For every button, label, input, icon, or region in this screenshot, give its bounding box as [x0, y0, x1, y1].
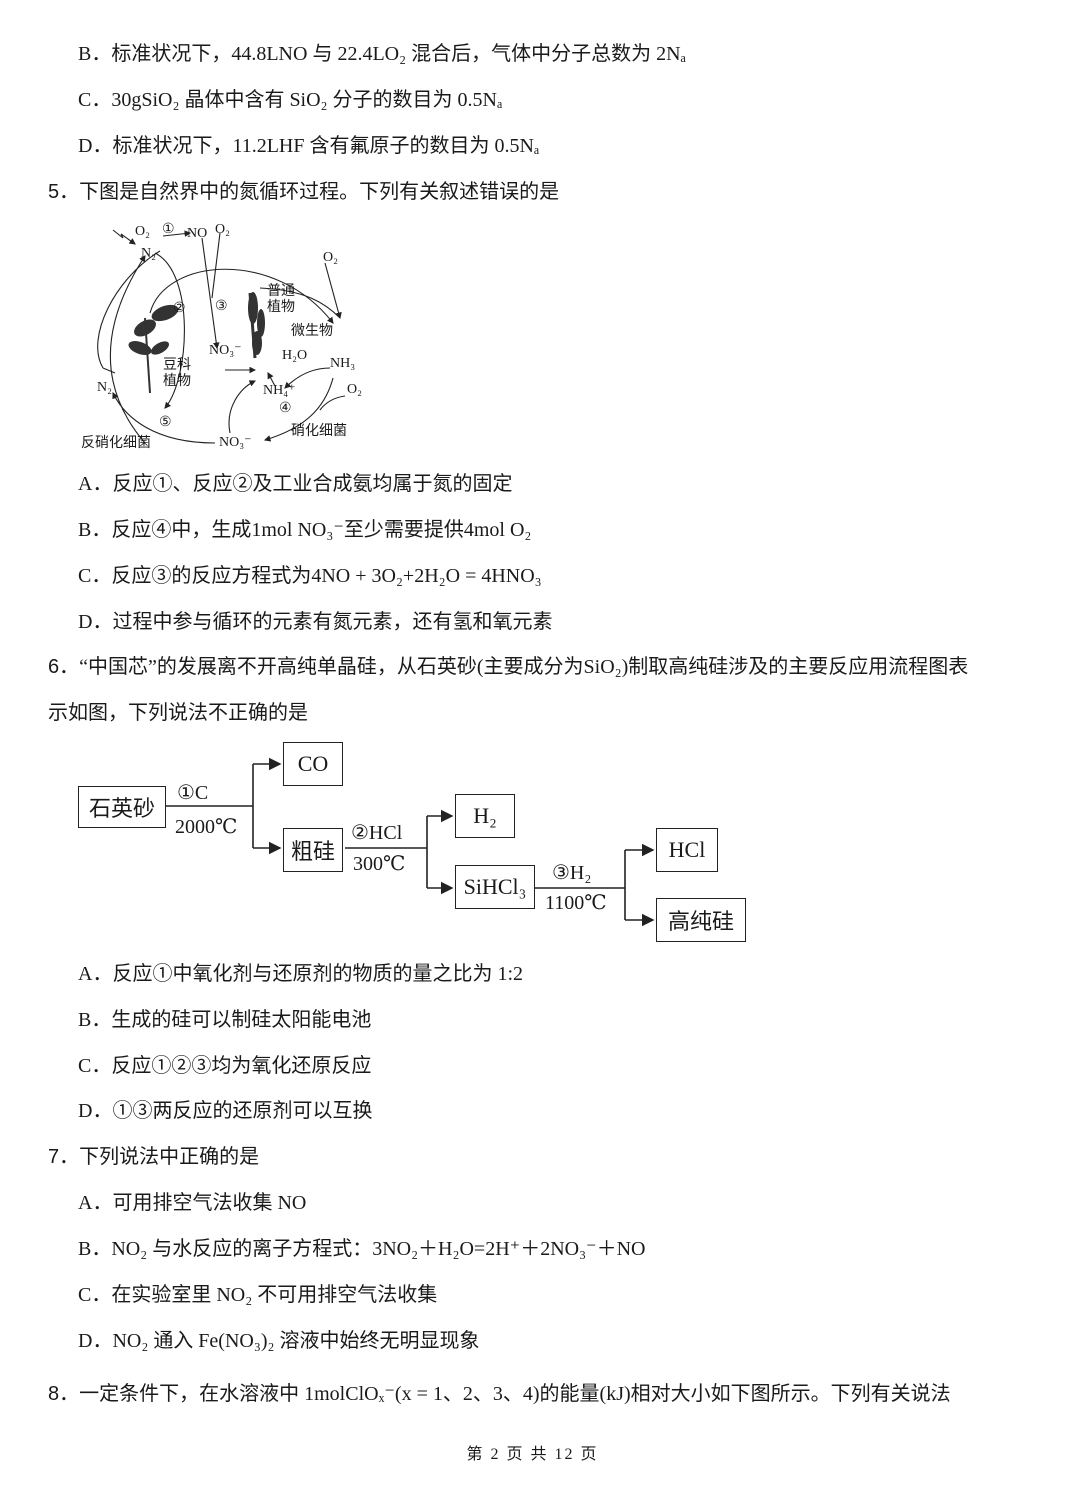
box-h2: H₂: [455, 794, 515, 838]
option-letter: C．: [78, 565, 112, 587]
flowchart-arrows: [165, 757, 655, 927]
label-no: NO: [187, 226, 208, 241]
question-text: 一定条件下，在水溶液中 1molClOₓ⁻(x = 1、2、3、4)的能量(kJ…: [79, 1383, 951, 1405]
box-sihcl3: SiHCl₃: [455, 865, 535, 909]
q5-option-d: D．过程中参与循环的元素有氮元素，还有氢和氧元素: [78, 608, 552, 636]
q6-option-b: B．生成的硅可以制硅太阳能电池: [78, 1006, 371, 1034]
label-legume: 豆科 植物: [163, 358, 191, 389]
option-letter: C．: [78, 1284, 112, 1306]
label-n2-top: N₂: [141, 246, 156, 261]
label-nitrifying-bacteria: 硝化细菌: [291, 424, 347, 439]
q7-option-d: D．NO₂ 通入 Fe(NO₃)₂ 溶液中始终无明显现象: [78, 1327, 479, 1355]
label-no3-left: NO₃⁻: [209, 343, 242, 358]
q5-option-a: A．反应①、反应②及工业合成氨均属于氮的固定: [78, 470, 512, 498]
q7-option-b: B．NO₂ 与水反应的离子方程式：3NO₂＋H₂O=2H⁺＋2NO₃⁻＋NO: [78, 1235, 646, 1263]
label-o2-bottom-right: O₂: [347, 382, 362, 397]
label-reaction-5: ⑤: [159, 415, 172, 430]
label-no3-bottom: NO₃⁻: [219, 435, 252, 450]
step3-reagent: ③H₂: [552, 862, 592, 884]
label-o2-top: O₂: [215, 222, 230, 237]
q5-stem: 5．下图是自然界中的氮循环过程。下列有关叙述错误的是: [48, 178, 559, 206]
option-text: 反应①中氧化剂与还原剂的物质的量之比为 1:2: [112, 963, 524, 985]
option-text: 反应③的反应方程式为4NO + 3O₂+2H₂O = 4HNO₃: [111, 565, 542, 587]
label-n2-left: N₂: [97, 380, 112, 395]
q6-stem-line1: 6．“中国芯”的发展离不开高纯单晶硅，从石英砂(主要成分为SiO₂)制取高纯硅涉…: [48, 653, 968, 681]
option-text: NO₂ 通入 Fe(NO₃)₂ 溶液中始终无明显现象: [112, 1330, 480, 1352]
label-microbes: 微生物: [291, 324, 333, 339]
option-text: 标准状况下，44.8LNO 与 22.4LO₂ 混合后，气体中分子总数为 2Nₐ: [111, 43, 686, 65]
silicon-flowchart: 石英砂 ①C 2000℃ CO 粗硅 ②HCl 300℃ H₂ SiHCl₃ ③…: [75, 738, 755, 948]
option-text: NO₂ 与水反应的离子方程式：3NO₂＋H₂O=2H⁺＋2NO₃⁻＋NO: [111, 1238, 646, 1260]
option-letter: B．: [78, 1238, 112, 1260]
box-co: CO: [283, 742, 343, 786]
box-hcl: HCl: [656, 828, 718, 872]
option-text: 标准状况下，11.2LHF 含有氟原子的数目为 0.5Nₐ: [112, 135, 540, 157]
step1-temperature: 2000℃: [175, 816, 238, 838]
question-number: 7．: [48, 1146, 80, 1168]
question-text: 示如图，下列说法不正确的是: [48, 702, 308, 724]
step2-reagent: ②HCl: [351, 822, 403, 844]
option-text: 生成的硅可以制硅太阳能电池: [111, 1009, 372, 1031]
box-pure-silicon: 高纯硅: [656, 898, 746, 942]
label-o2: O₂: [135, 224, 150, 239]
q7-stem: 7．下列说法中正确的是: [48, 1143, 259, 1171]
step2-temperature: 300℃: [353, 853, 406, 875]
step3-temperature: 1100℃: [545, 892, 607, 914]
option-letter: D．: [78, 135, 113, 157]
option-letter: C．: [78, 1055, 112, 1077]
q8-stem: 8．一定条件下，在水溶液中 1molClOₓ⁻(x = 1、2、3、4)的能量(…: [48, 1380, 951, 1408]
option-text: 在实验室里 NO₂ 不可用排空气法收集: [111, 1284, 438, 1306]
question-number: 5．: [48, 181, 80, 203]
q7-option-c: C．在实验室里 NO₂ 不可用排空气法收集: [78, 1281, 437, 1309]
option-text: 可用排空气法收集 NO: [112, 1192, 307, 1214]
question-text: 下列说法中正确的是: [79, 1146, 260, 1168]
option-letter: C．: [78, 89, 112, 111]
option-letter: B．: [78, 1009, 112, 1031]
label-nh3: NH₃: [330, 356, 356, 371]
page-footer: 第 2 页 共 12 页: [466, 1446, 599, 1463]
label-h2o: H₂O: [282, 348, 308, 363]
label-reaction-4: ④: [279, 401, 292, 416]
option-text: 反应④中，生成1mol NO₃⁻至少需要提供4mol O₂: [111, 519, 532, 541]
q4-option-d: D．标准状况下，11.2LHF 含有氟原子的数目为 0.5Nₐ: [78, 132, 539, 160]
q7-option-a: A．可用排空气法收集 NO: [78, 1189, 306, 1217]
option-text: ①③两反应的还原剂可以互换: [112, 1100, 373, 1122]
option-letter: A．: [78, 963, 113, 985]
option-letter: D．: [78, 611, 113, 633]
q4-option-b: B．标准状况下，44.8LNO 与 22.4LO₂ 混合后，气体中分子总数为 2…: [78, 40, 686, 68]
q6-stem-line2: 示如图，下列说法不正确的是: [48, 699, 308, 727]
option-text: 反应①②③均为氧化还原反应: [111, 1055, 372, 1077]
box-quartz-sand: 石英砂: [78, 786, 166, 828]
label-o2-right: O₂: [323, 250, 338, 265]
question-text: 下图是自然界中的氮循环过程。下列有关叙述错误的是: [79, 181, 560, 203]
label-reaction-2: ②: [173, 301, 186, 316]
option-letter: B．: [78, 43, 112, 65]
question-number: 8．: [48, 1383, 80, 1405]
step1-reagent: ①C: [177, 782, 209, 804]
option-letter: D．: [78, 1330, 113, 1352]
label-reaction-3: ③: [215, 299, 228, 314]
option-letter: A．: [78, 473, 113, 495]
q4-option-c: C．30gSiO₂ 晶体中含有 SiO₂ 分子的数目为 0.5Nₐ: [78, 86, 502, 114]
option-text: 30gSiO₂ 晶体中含有 SiO₂ 分子的数目为 0.5Nₐ: [111, 89, 503, 111]
question-text: “中国芯”的发展离不开高纯单晶硅，从石英砂(主要成分为SiO₂)制取高纯硅涉及的…: [79, 656, 969, 678]
option-text: 反应①、反应②及工业合成氨均属于氮的固定: [112, 473, 513, 495]
q5-option-b: B．反应④中，生成1mol NO₃⁻至少需要提供4mol O₂: [78, 516, 531, 544]
label-reaction-1: ①: [162, 222, 175, 237]
q6-option-a: A．反应①中氧化剂与还原剂的物质的量之比为 1:2: [78, 960, 523, 988]
label-nh4: NH₄⁺: [263, 383, 296, 398]
option-letter: A．: [78, 1192, 113, 1214]
q6-option-d: D．①③两反应的还原剂可以互换: [78, 1097, 372, 1125]
option-letter: B．: [78, 519, 112, 541]
nitrogen-cycle-diagram: O₂ ① NO O₂ N₂ ② ③ O₂ 普通 植物 微生物 NO₃⁻ H₂O …: [75, 218, 375, 458]
nitrogen-cycle-arrows: [97, 229, 346, 444]
q5-option-c: C．反应③的反应方程式为4NO + 3O₂+2H₂O = 4HNO₃: [78, 562, 542, 590]
q6-option-c: C．反应①②③均为氧化还原反应: [78, 1052, 371, 1080]
question-number: 6．: [48, 656, 80, 678]
label-denitrifying-bacteria: 反硝化细菌: [81, 436, 151, 451]
option-letter: D．: [78, 1100, 113, 1122]
label-common-plants: 普通 植物: [267, 284, 295, 315]
option-text: 过程中参与循环的元素有氮元素，还有氢和氧元素: [112, 611, 553, 633]
box-crude-silicon: 粗硅: [283, 828, 343, 872]
